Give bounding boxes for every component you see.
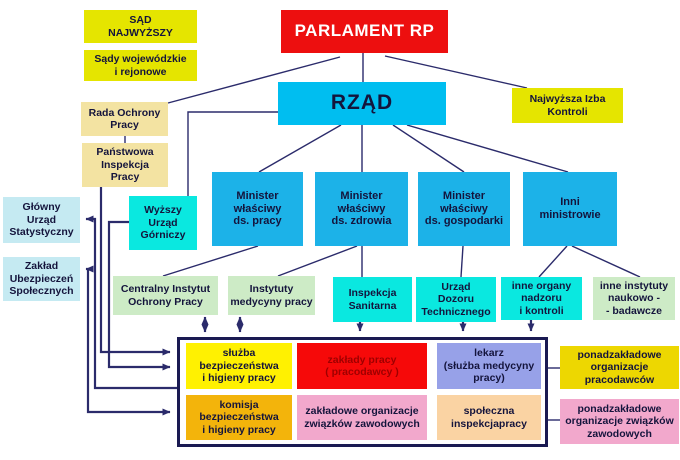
node-najwyzsza-izba-kontroli: Najwyższa Izba Kontroli [512,88,623,123]
node-glowny-urzad-statystyczny: Główny Urząd Statystyczny [3,197,80,243]
node-sady-wojewodzkie: Sądy wojewódzkie i rejonowe [84,50,197,81]
node-rzad: RZĄD [278,82,446,125]
node-inspekcja-sanitarna: Inspekcja Sanitarna [333,277,412,322]
node-inne-organy-nadzoru: inne organy nadzoru i kontroli [501,277,582,320]
node-inne-instytuty-badawcze: inne instytuty naukowo - - badawcze [593,277,675,320]
node-panstwowa-inspekcja-pracy: Państwowa Inspekcja Pracy [82,143,168,187]
node-spoleczna-inspekcja-pracy: społeczna inspekcjapracy [437,395,541,440]
node-minister-pracy: Minister właściwy ds. pracy [212,172,303,246]
node-rada-ochrony-pracy: Rada Ochrony Pracy [81,102,168,136]
node-wyzszy-urzad-gorniczy: Wyższy Urząd Górniczy [129,196,197,250]
node-ponadzakladowe-organizacje-zwiazkow: ponadzakładowe organizacje związków zawo… [560,399,679,444]
node-centralny-instytut-ochrony-pracy: Centralny Instytut Ochrony Pracy [113,276,218,315]
node-inni-ministrowie: Inni ministrowie [523,172,617,246]
node-zaklady-pracy: zakłady pracy ( pracodawcy ) [297,343,427,389]
node-minister-gospodarki: Minister właściwy ds. gospodarki [418,172,510,246]
node-lekarz-sluzba-medycyny: lekarz (służba medycyny pracy) [437,343,541,389]
node-sad-najwyzszy: SĄD NAJWYŻSZY [84,10,197,43]
node-instytuty-medycyny-pracy: Instytuty medycyny pracy [228,276,315,315]
node-urzad-dozoru-technicznego: Urząd Dozoru Technicznego [416,277,496,322]
node-parlament-rp: PARLAMENT RP [281,10,448,53]
node-zakladowe-organizacje-zwiazkow: zakładowe organizacje związków zawodowyc… [297,395,427,440]
node-sluzba-bhp: służba bezpieczeństwa i higieny pracy [186,343,292,389]
node-minister-zdrowia: Minister właściwy ds. zdrowia [315,172,408,246]
node-komisja-bhp: komisja bezpieczeństwa i higieny pracy [186,395,292,440]
node-ponadzakladowe-organizacje-pracodawcow: ponadzakładowe organizacje pracodawców [560,346,679,389]
node-zaklad-ubezpieczen-spolecznych: Zakład Ubezpieczeń Społecznych [3,257,80,301]
